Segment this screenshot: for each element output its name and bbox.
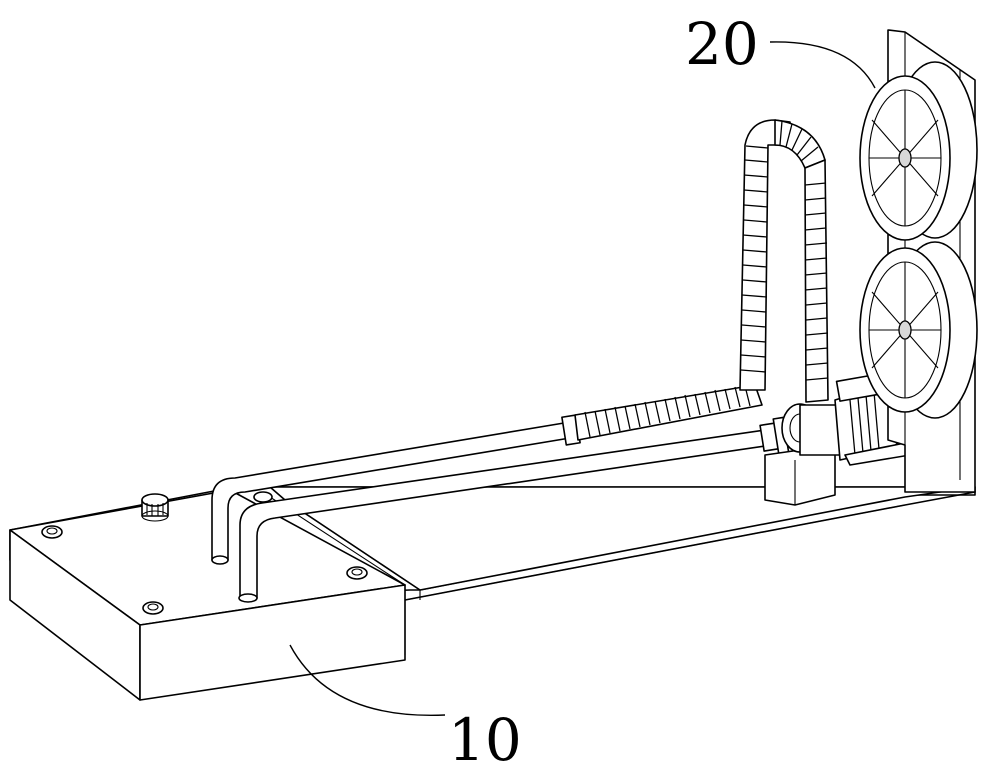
screw-1: [41, 525, 63, 539]
leader-line-20: [769, 41, 876, 89]
callout-10: 10: [448, 706, 522, 774]
fan-lower: [859, 241, 978, 419]
corrugated-hose: [574, 119, 829, 441]
filler-cap: [141, 493, 169, 522]
callout-20: 20: [685, 10, 759, 78]
pipe-coupling-lower: [759, 416, 790, 456]
fan-upper: [859, 61, 978, 241]
reservoir-box: [9, 489, 406, 701]
screw-4: [253, 491, 273, 503]
screw-3: [346, 566, 368, 580]
leader-line-10: [289, 644, 446, 717]
screw-2: [142, 601, 164, 615]
